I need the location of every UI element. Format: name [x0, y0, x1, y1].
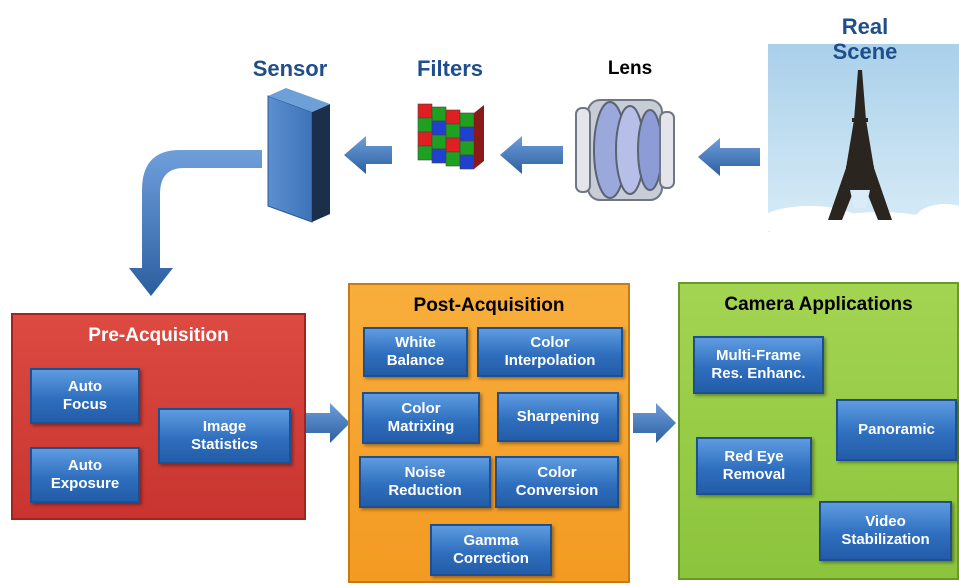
bayer-cell	[417, 103, 433, 119]
post-acquisition-title: Post-Acquisition	[413, 295, 565, 316]
color-interpolation-block: Color Interpolation	[477, 327, 623, 377]
bayer-cell	[459, 154, 475, 170]
bayer-cell	[431, 148, 447, 164]
lens-label: Lens	[607, 58, 653, 79]
arrow-left-icon	[344, 136, 392, 174]
filters-label: Filters	[416, 56, 484, 81]
bayer-cell	[417, 145, 433, 161]
bayer-cell	[459, 140, 475, 156]
panoramic-block: Panoramic	[836, 399, 957, 461]
arrow-left-icon	[500, 136, 563, 174]
gamma-correction-block: Gamma Correction	[430, 524, 552, 576]
bayer-cell	[459, 112, 475, 128]
bayer-cell	[431, 134, 447, 150]
sensor-icon	[267, 88, 330, 223]
bayer-cell	[459, 126, 475, 142]
bayer-cell	[445, 151, 461, 167]
arrow-right-icon	[304, 403, 350, 443]
lens-icon	[575, 99, 675, 201]
camera-applications-title: Camera Applications	[724, 294, 913, 315]
red-eye-removal-block: Red Eye Removal	[696, 437, 812, 495]
bayer-cell	[431, 106, 447, 122]
auto-exposure-block: Auto Exposure	[30, 447, 140, 503]
arrow-left-icon	[698, 138, 760, 176]
bayer-cell	[417, 131, 433, 147]
image-statistics-block: Image Statistics	[158, 408, 291, 464]
white-balance-block: White Balance	[363, 327, 468, 377]
multi-frame-block: Multi-Frame Res. Enhanc.	[693, 336, 824, 394]
bayer-cell	[431, 120, 447, 136]
bayer-cell	[417, 117, 433, 133]
bayer-cell	[445, 109, 461, 125]
arrow-right-icon	[633, 403, 676, 443]
bayer-cell	[445, 123, 461, 139]
sensor-label: Sensor	[252, 56, 328, 81]
arrow-down-curved-icon	[129, 150, 262, 296]
color-conversion-block: Color Conversion	[495, 456, 619, 508]
auto-focus-block: Auto Focus	[30, 368, 140, 424]
bayer-side	[474, 105, 484, 169]
video-stabilization-block: Video Stabilization	[819, 501, 952, 561]
eiffel-tower-icon	[760, 44, 959, 240]
noise-reduction-block: Noise Reduction	[359, 456, 491, 508]
color-matrixing-block: Color Matrixing	[362, 392, 480, 444]
bayer-filter-icon	[417, 103, 484, 170]
bayer-cell	[445, 137, 461, 153]
pre-acquisition-title: Pre-Acquisition	[88, 325, 229, 346]
sharpening-block: Sharpening	[497, 392, 619, 442]
scene-label: Real Scene	[832, 14, 898, 64]
